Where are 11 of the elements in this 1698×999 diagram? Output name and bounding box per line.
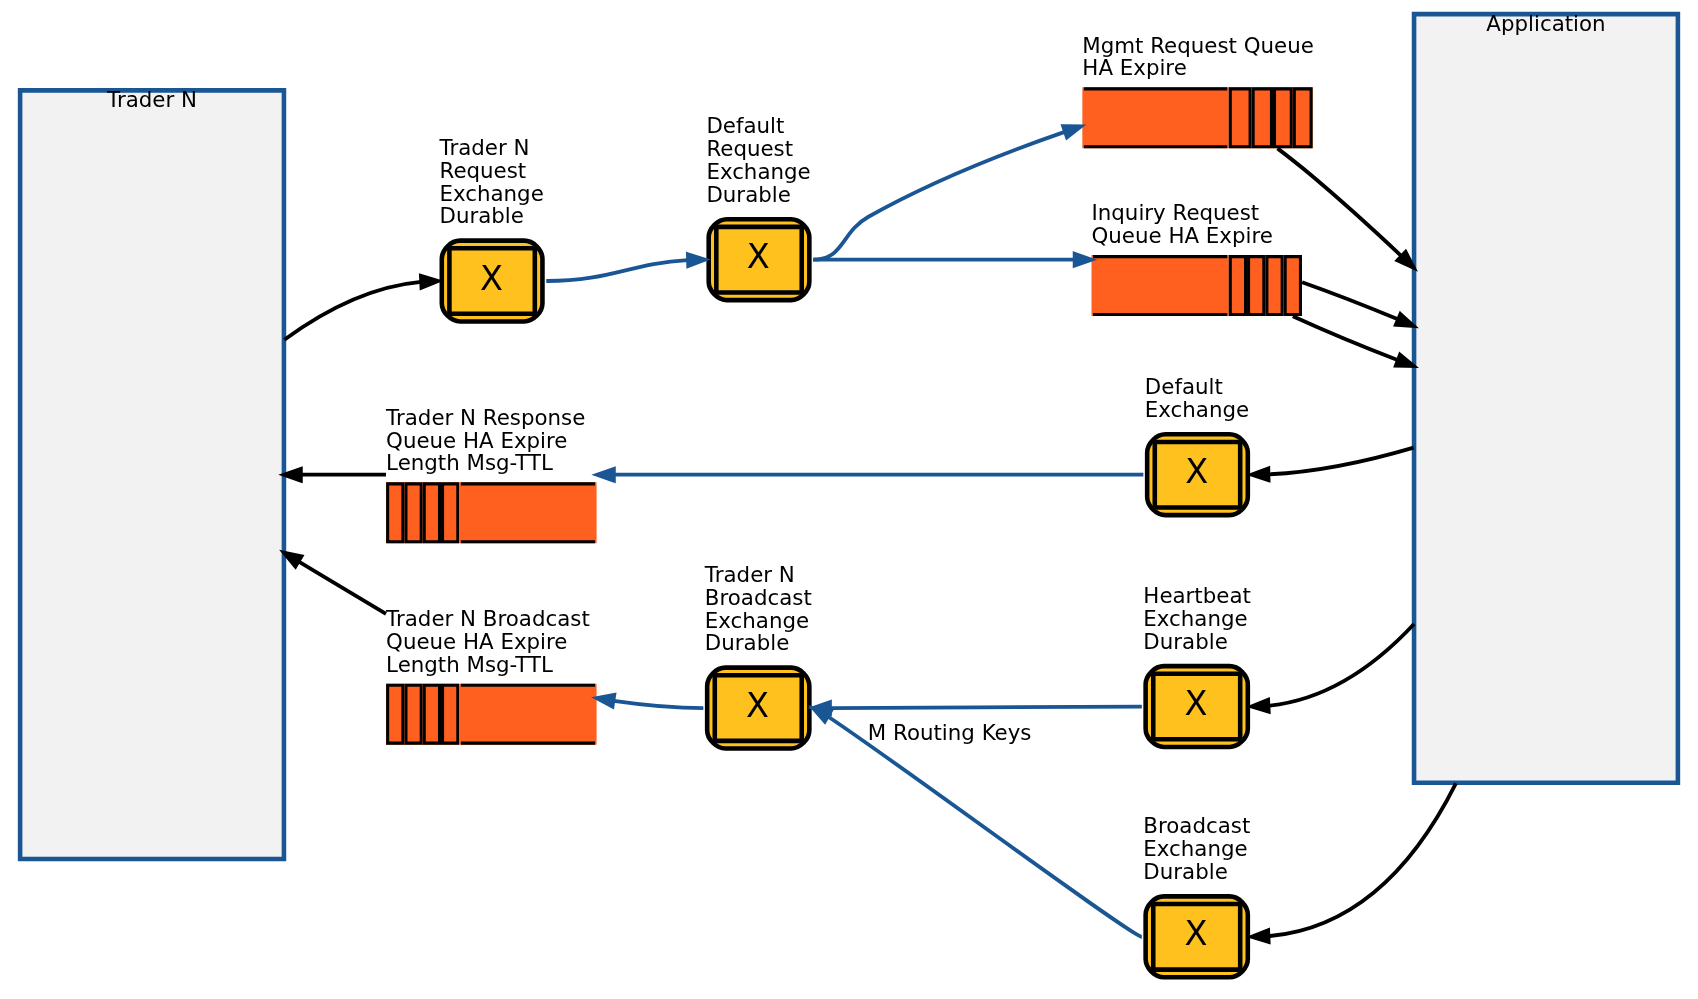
node-label: Default Exchange <box>1144 374 1250 423</box>
node-label: Trader N Request Exchange Durable <box>439 134 544 229</box>
node-label: Broadcast Exchange Durable <box>1143 813 1251 885</box>
node-label: Mgmt Request Queue HA Expire <box>1082 32 1314 81</box>
node-label: Trader N Broadcast Queue HA Expire Length Msg-TTL <box>386 606 590 677</box>
node-label: Inquiry Request Queue HA Expire <box>1091 200 1273 249</box>
node-label: Trader N Broadcast Exchange Durable <box>704 561 812 656</box>
node-label: Default Request Exchange Durable <box>706 113 811 208</box>
edge-label: M Routing Keys <box>867 720 1032 746</box>
node-label: Trader N Response Queue HA Expire Length Msg-TTL <box>386 404 586 476</box>
node-label: Heartbeat Exchange Durable <box>1143 583 1251 654</box>
